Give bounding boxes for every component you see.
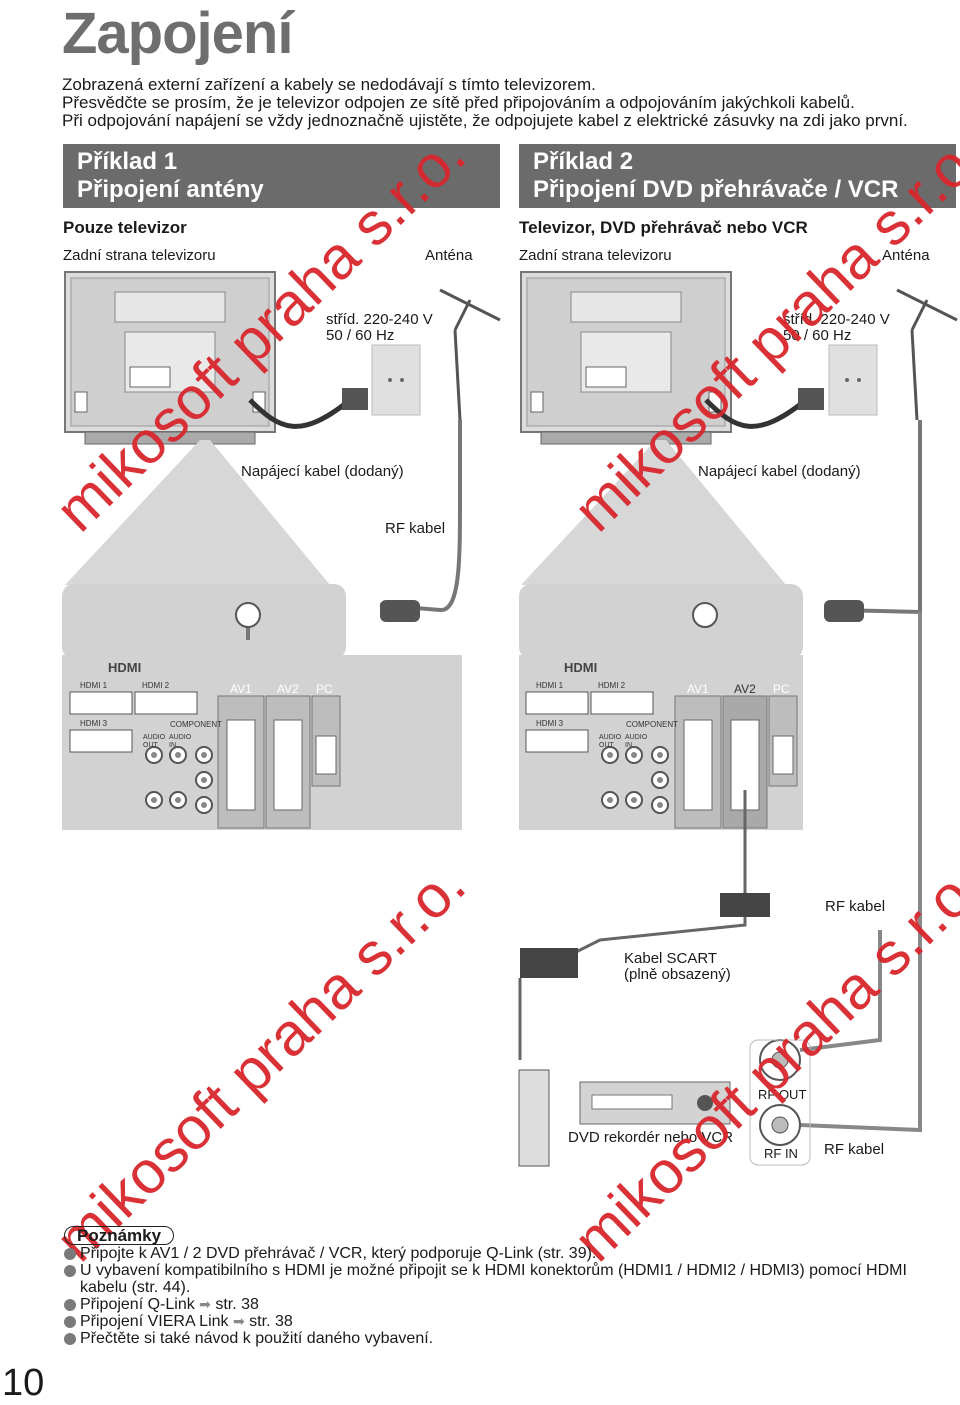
example1-subtitle: Pouze televizor xyxy=(63,218,187,237)
rf-out-label: RF OUT xyxy=(758,1087,807,1102)
av1-label: AV1 xyxy=(230,682,252,696)
pc-label: PC xyxy=(316,682,333,696)
audio-in-label: AUDIO IN xyxy=(625,734,648,749)
hdmi2-label: HDMI 2 xyxy=(598,681,626,690)
arrow-right-icon: ➡ xyxy=(199,1296,211,1312)
av1-label: AV1 xyxy=(687,682,709,696)
audio-out-label: AUDIO OUT xyxy=(143,734,166,749)
audio-out-label: AUDIO OUT xyxy=(599,734,622,749)
note-item: Připojení VIERA Link ➡ str. 38 xyxy=(62,1313,952,1330)
tv-back-illustration xyxy=(64,271,276,445)
intro-text: Zobrazená externí zařízení a kabely se n… xyxy=(62,76,952,130)
example2-power-cable-label: Napájecí kabel (dodaný) xyxy=(698,463,861,480)
intro-line: Při odpojování napájení se vždy jednozna… xyxy=(62,111,908,130)
component-label: COMPONENT xyxy=(170,720,222,729)
hdmi2-label: HDMI 2 xyxy=(142,681,170,690)
bullet-icon xyxy=(64,1299,76,1311)
note-item: Přečtěte si také návod k použití daného … xyxy=(62,1330,952,1347)
example2-title: Připojení DVD přehrávače / VCR xyxy=(533,176,899,203)
example1-tv-back-label: Zadní strana televizoru xyxy=(63,247,216,264)
dvd-recorder-illustration xyxy=(579,1081,731,1125)
connector-panel xyxy=(62,584,462,830)
intro-line: Zobrazená externí zařízení a kabely se n… xyxy=(62,75,596,94)
audio-in-label: AUDIO IN xyxy=(169,734,192,749)
example2-rf-cable-top-label: RF kabel xyxy=(825,898,886,915)
note-item: Připojení Q-Link ➡ str. 38 xyxy=(62,1296,952,1313)
tv-back-illustration xyxy=(520,271,732,445)
rf-in-label: RF IN xyxy=(764,1146,798,1161)
intro-line: Přesvědčte se prosím, že je televizor od… xyxy=(62,93,855,112)
hdmi-logo: HDMI xyxy=(564,660,598,675)
notes-section: Poznámky Připojte k AV1 / 2 DVD přehráva… xyxy=(62,1226,952,1347)
scart-cable-label: Kabel SCART xyxy=(624,950,718,967)
hdmi3-label: HDMI 3 xyxy=(536,719,564,728)
example1-title: Připojení antény xyxy=(77,176,264,203)
bullet-icon xyxy=(64,1248,76,1260)
hdmi-logo: HDMI xyxy=(108,660,142,675)
example1-mains-frequency: 50 / 60 Hz xyxy=(326,327,395,344)
wall-outlet xyxy=(371,344,421,416)
example1-mains-voltage: stříd. 220-240 V xyxy=(326,311,433,328)
example1-rf-cable-label: RF kabel xyxy=(385,520,446,537)
example1-antenna-label: Anténa xyxy=(425,247,473,264)
hdmi3-label: HDMI 3 xyxy=(80,719,108,728)
bullet-icon xyxy=(64,1333,76,1345)
note-item: U vybavení kompatibilního s HDMI je možn… xyxy=(62,1262,952,1296)
page-number: 10 xyxy=(2,1362,45,1404)
example2-antenna-label: Anténa xyxy=(882,247,930,264)
example1-power-cable-label: Napájecí kabel (dodaný) xyxy=(241,463,404,480)
hdmi1-label: HDMI 1 xyxy=(536,681,564,690)
example1-number: Příklad 1 xyxy=(77,148,178,175)
antenna-icon xyxy=(896,288,958,421)
example2-rf-cable-bottom-label: RF kabel xyxy=(824,1141,885,1158)
example2-subtitle: Televizor, DVD přehrávač nebo VCR xyxy=(519,218,808,237)
wall-outlet xyxy=(828,344,878,416)
hdmi1-label: HDMI 1 xyxy=(80,681,108,690)
example2-header: Příklad 2 Připojení DVD přehrávače / VCR xyxy=(519,144,956,208)
example2-tv-back-label: Zadní strana televizoru xyxy=(519,247,672,264)
rf-port-circles xyxy=(749,1039,811,1166)
example1-header: Příklad 1 Připojení antény xyxy=(63,144,500,208)
component-label: COMPONENT xyxy=(626,720,678,729)
pc-label: PC xyxy=(773,682,790,696)
scart-cable-sublabel: (plně obsazený) xyxy=(624,966,731,983)
notes-title: Poznámky xyxy=(64,1226,175,1245)
example2-mains-frequency: 50 / 60 Hz xyxy=(783,327,852,344)
bullet-icon xyxy=(64,1265,76,1277)
av2-label: AV2 xyxy=(277,682,299,696)
page-title: Zapojení xyxy=(62,1,293,66)
note-item: Připojte k AV1 / 2 DVD přehrávač / VCR, … xyxy=(62,1245,952,1262)
antenna-icon xyxy=(439,288,501,421)
example2-number: Příklad 2 xyxy=(533,148,634,175)
device-label: DVD rekordér nebo VCR xyxy=(568,1129,734,1146)
bullet-icon xyxy=(64,1316,76,1328)
arrow-right-icon: ➡ xyxy=(232,1313,245,1329)
example2-mains-voltage: stříd. 220-240 V xyxy=(783,311,890,328)
av2-label: AV2 xyxy=(734,682,756,696)
